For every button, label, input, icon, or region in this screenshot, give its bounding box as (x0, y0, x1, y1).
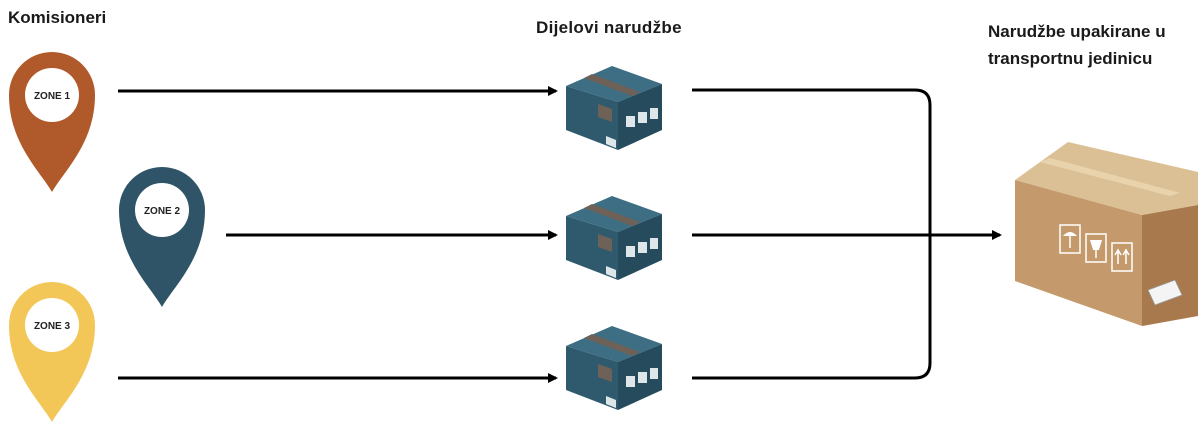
zone-3-pin: ZONE 3 (9, 282, 95, 422)
zone-2-label: ZONE 2 (144, 206, 181, 217)
order-part-box-1 (566, 66, 662, 150)
shipping-label-icon (1147, 279, 1183, 306)
zone-1-label: ZONE 1 (34, 91, 71, 102)
box-icon (566, 326, 662, 410)
pickers-label: Komisioneri (8, 8, 107, 27)
box-icon (566, 196, 662, 280)
umbrella-icon (1059, 224, 1081, 254)
fragile-glass-icon (1085, 233, 1107, 263)
box-icon (566, 66, 662, 150)
shipping-box-right (1142, 205, 1198, 326)
order-parts-label: Dijelovi narudžbe (536, 18, 682, 37)
connector-bottom (692, 235, 932, 380)
shipping-box-tape (1040, 158, 1180, 196)
order-part-box-2 (566, 196, 662, 280)
shipping-box (1015, 142, 1198, 326)
zone-2-pin: ZONE 2 (119, 167, 205, 307)
zone-3-label: ZONE 3 (34, 321, 71, 332)
zone-1-pin: ZONE 1 (9, 52, 95, 192)
packed-orders-label: Narudžbe upakirane u transportnu jedinic… (988, 18, 1198, 72)
order-part-box-3 (566, 326, 662, 410)
packed-orders-label-line2: transportnu jedinicu (988, 49, 1153, 68)
packed-orders-label-line1: Narudžbe upakirane u (988, 22, 1166, 41)
this-way-up-icon (1111, 242, 1133, 272)
connector-top (692, 88, 932, 235)
